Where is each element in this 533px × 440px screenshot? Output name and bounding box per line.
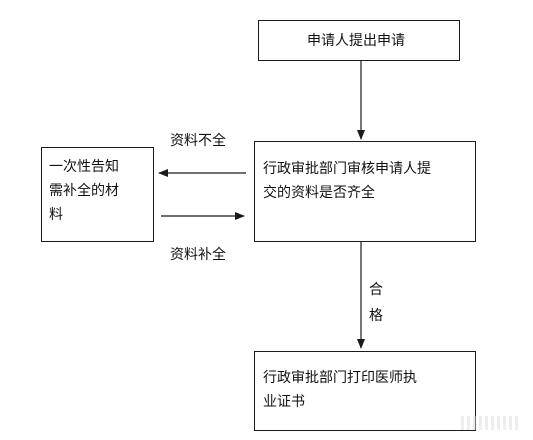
node-notify: 一次性告知 需补全的材 料 xyxy=(41,147,154,242)
edge-label-incomplete: 资料不全 xyxy=(170,133,226,149)
watermark xyxy=(461,416,521,430)
node-print: 行政审批部门打印医师执 业证书 xyxy=(254,351,476,431)
node-apply: 申请人提出申请 xyxy=(258,20,460,61)
edge-label-qualified: 合 格 xyxy=(369,282,383,324)
node-review: 行政审批部门审核申请人提 交的资料是否齐全 xyxy=(254,141,476,242)
edge-label-supplemented: 资料补全 xyxy=(170,247,226,263)
node-apply-text: 申请人提出申请 xyxy=(307,33,405,49)
node-print-text: 行政审批部门打印医师执 业证书 xyxy=(263,370,417,410)
node-review-text: 行政审批部门审核申请人提 交的资料是否齐全 xyxy=(263,161,431,201)
node-notify-text: 一次性告知 需补全的材 料 xyxy=(49,159,119,223)
